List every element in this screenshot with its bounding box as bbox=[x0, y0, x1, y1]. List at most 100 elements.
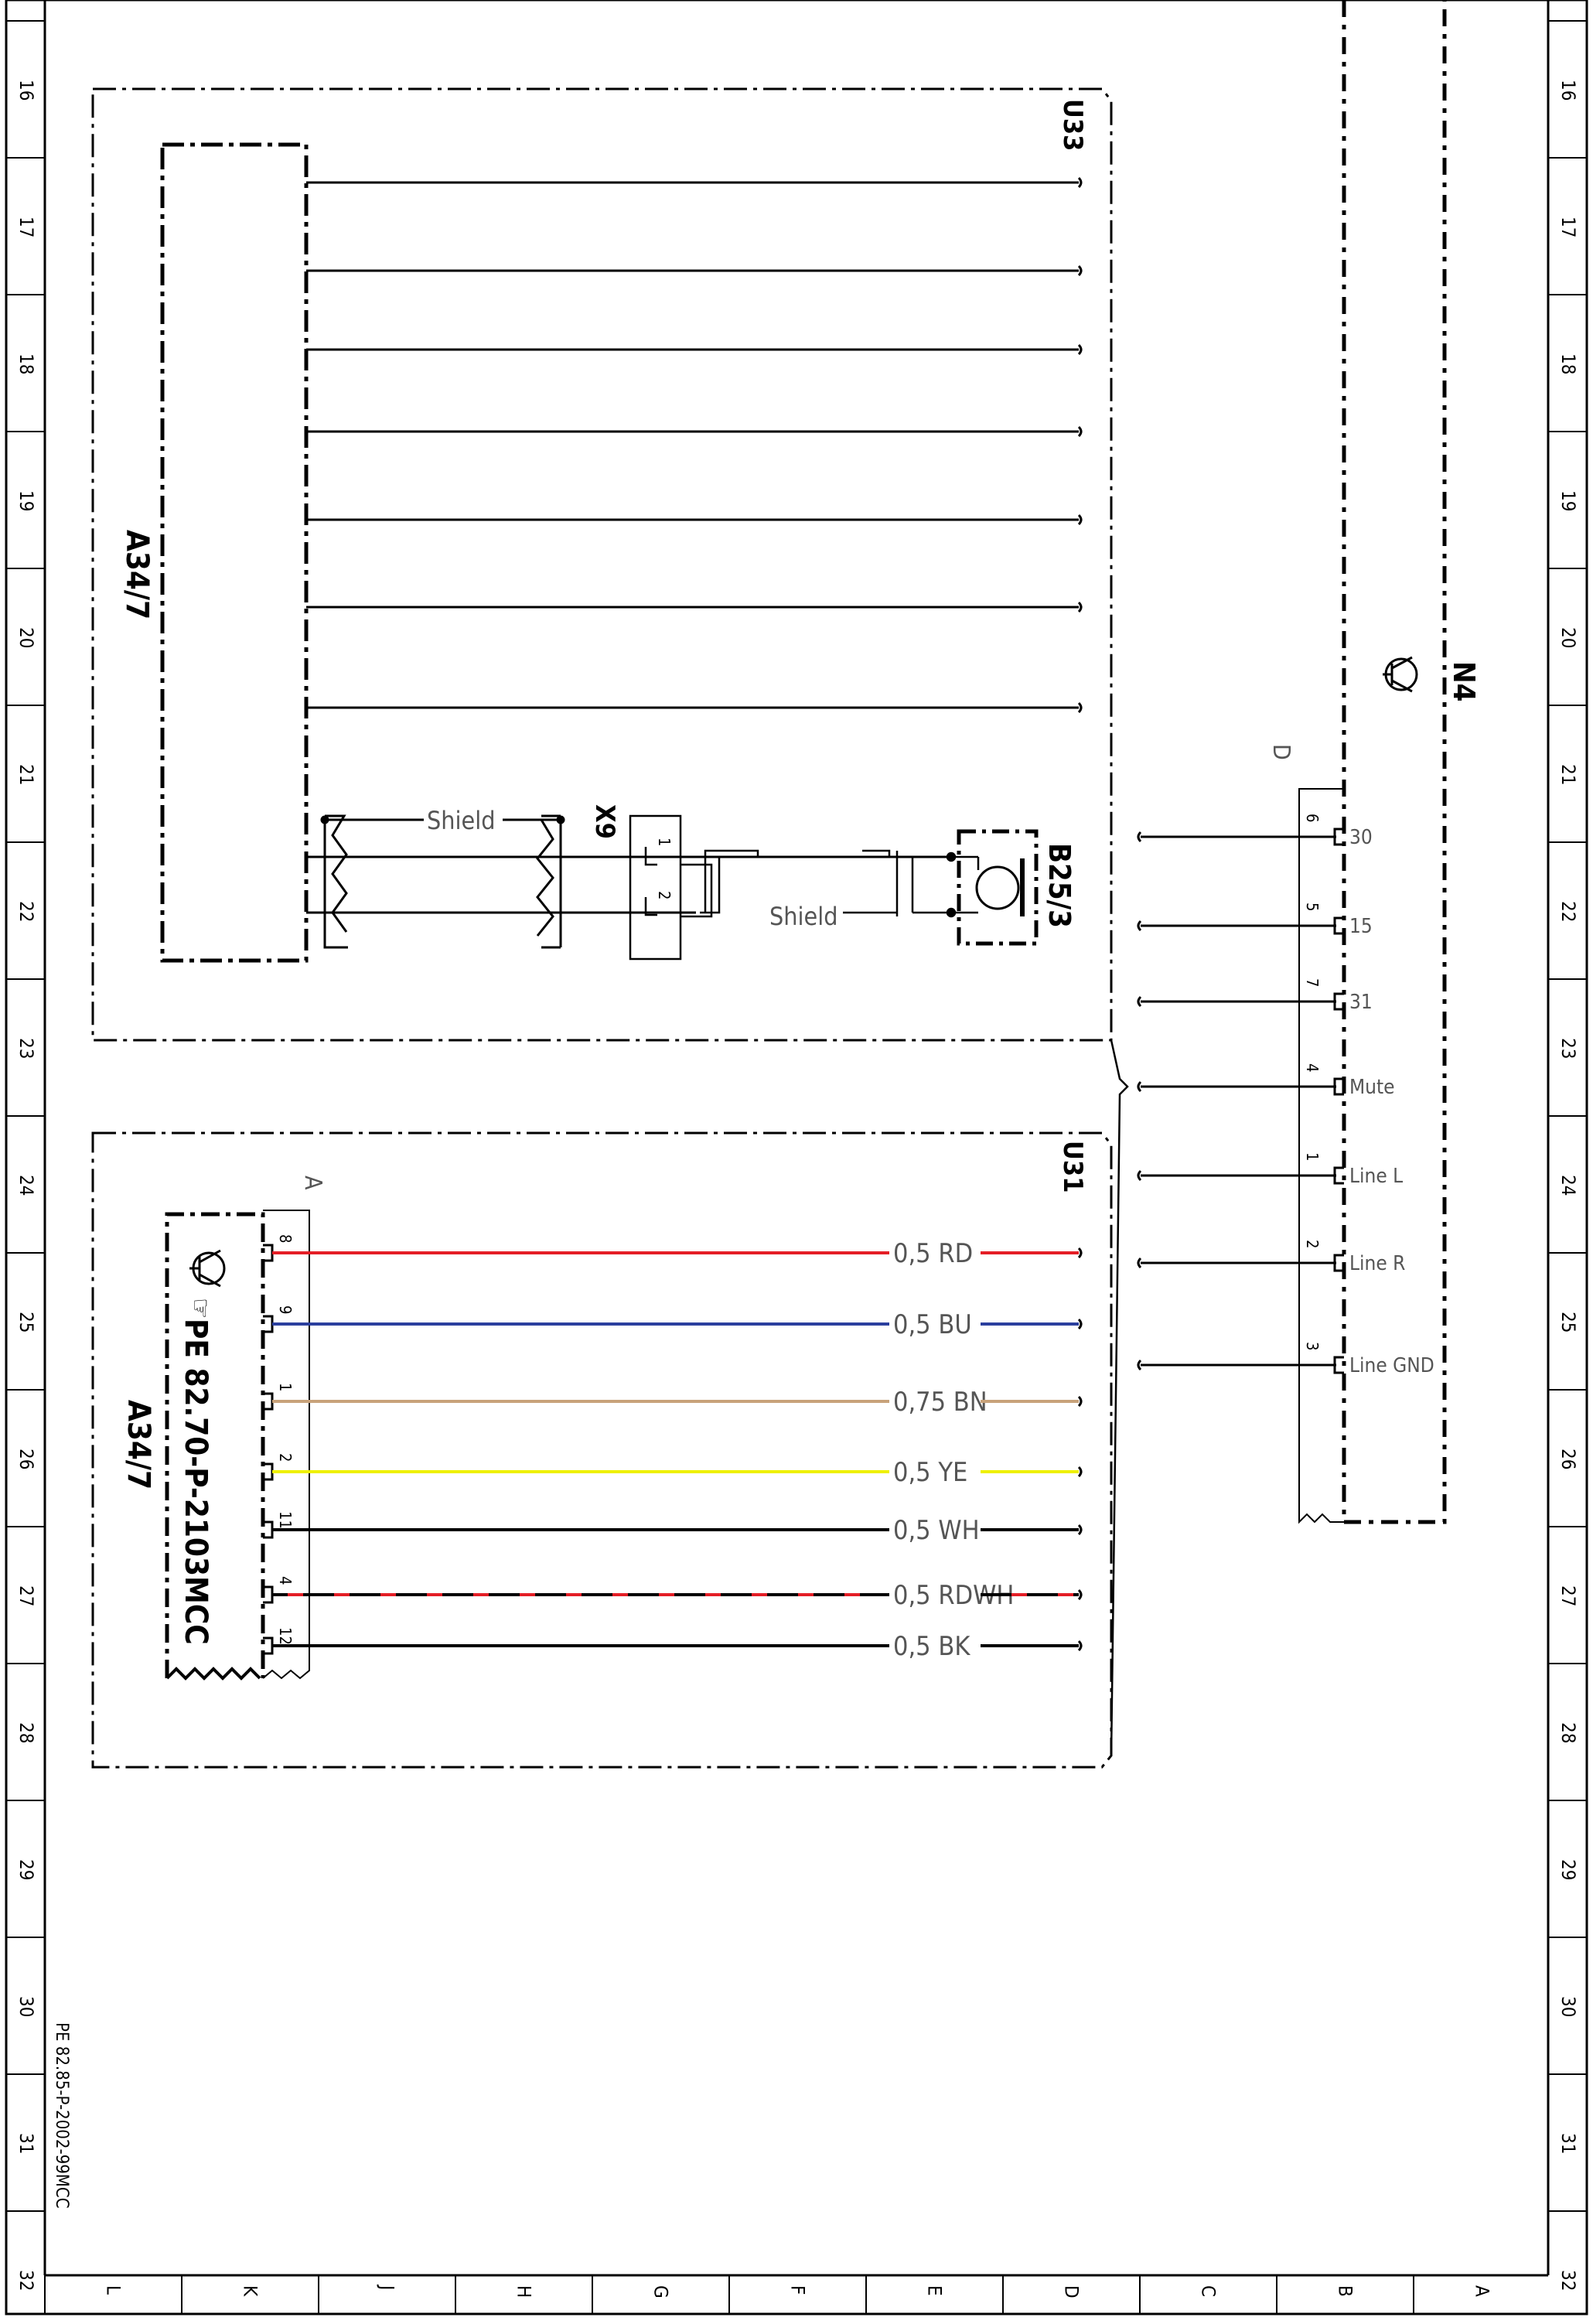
row-label-right: 32 bbox=[1557, 2270, 1579, 2291]
row-label-right: 29 bbox=[1557, 1859, 1579, 1880]
row-label-left: 18 bbox=[15, 353, 37, 374]
x9-pin-2: 2 bbox=[655, 891, 674, 899]
column-label: F bbox=[787, 2285, 809, 2295]
column-label: G bbox=[650, 2285, 672, 2298]
sheet-frame bbox=[5, 0, 1588, 2315]
row-label-left: 20 bbox=[15, 627, 37, 648]
row-label-left: 26 bbox=[15, 1449, 37, 1469]
row-label-right: 18 bbox=[1557, 353, 1579, 374]
n4-pin-label: 30 bbox=[1349, 826, 1373, 849]
wire-break-mark bbox=[1137, 1169, 1142, 1182]
wire-break-mark bbox=[1077, 1640, 1083, 1652]
a34-7-module-label: A34/7 bbox=[119, 530, 155, 619]
n4-pin-number: 3 bbox=[1303, 1342, 1322, 1350]
wire-break-mark bbox=[1077, 1395, 1083, 1408]
n4-pin-number: 2 bbox=[1303, 1240, 1322, 1248]
u31-connector-letter: A bbox=[299, 1176, 326, 1190]
a34-7-u31-box bbox=[165, 1212, 265, 1678]
pin-terminal bbox=[1333, 1254, 1344, 1272]
column-label: A bbox=[1472, 2285, 1493, 2297]
n4-pin-number: 5 bbox=[1303, 903, 1322, 911]
n4-transistor-icon bbox=[1383, 656, 1418, 693]
n4-connector-strip bbox=[1298, 788, 1344, 1524]
u33-signal-lines bbox=[306, 176, 1083, 714]
u31-wire-label: 0,5 RD bbox=[893, 1238, 973, 1269]
wire-break-mark bbox=[1077, 1466, 1083, 1478]
column-label: L bbox=[103, 2285, 125, 2295]
mic-routing bbox=[681, 849, 959, 918]
row-label-right: 17 bbox=[1557, 217, 1579, 237]
pin-terminal bbox=[1333, 1077, 1344, 1096]
row-label-right: 26 bbox=[1557, 1449, 1579, 1469]
pin-terminal bbox=[1333, 1356, 1344, 1374]
row-label-right: 28 bbox=[1557, 1722, 1579, 1743]
shielded-cable bbox=[306, 814, 951, 949]
x9-connector bbox=[629, 814, 682, 961]
row-label-left: 16 bbox=[15, 80, 37, 101]
row-label-left: 27 bbox=[15, 1585, 37, 1606]
grid-ticks bbox=[6, 20, 1587, 2314]
n4-pin-label: 15 bbox=[1349, 915, 1373, 938]
column-label: J bbox=[377, 2284, 398, 2290]
u31-module-label: A34/7 bbox=[121, 1400, 156, 1490]
wire-break-mark bbox=[1137, 831, 1142, 843]
transistor-icon bbox=[189, 1249, 226, 1288]
wire-break-mark bbox=[1137, 1080, 1142, 1093]
wire-break-mark bbox=[1077, 1589, 1083, 1601]
row-label-right: 20 bbox=[1557, 627, 1579, 648]
u31-wire-label: 0,5 BK bbox=[893, 1631, 970, 1662]
row-label-left: 32 bbox=[15, 2270, 37, 2291]
column-label: E bbox=[924, 2285, 946, 2296]
u31-pin-number: 11 bbox=[276, 1511, 295, 1529]
column-label: H bbox=[513, 2285, 535, 2298]
column-label: C bbox=[1198, 2285, 1219, 2297]
n4-pin-label: Line L bbox=[1349, 1165, 1403, 1188]
row-label-left: 23 bbox=[15, 1038, 37, 1059]
row-label-left: 24 bbox=[15, 1175, 37, 1196]
row-label-right: 16 bbox=[1557, 80, 1579, 101]
pin-terminal bbox=[1333, 992, 1344, 1011]
row-label-right: 23 bbox=[1557, 1038, 1579, 1059]
x9-label: X9 bbox=[589, 804, 620, 839]
u33-label: U33 bbox=[1057, 99, 1088, 151]
column-label: B bbox=[1335, 2285, 1356, 2297]
u31-pin-number: 1 bbox=[276, 1383, 295, 1391]
x9-pin-1: 1 bbox=[655, 838, 674, 846]
row-label-right: 25 bbox=[1557, 1312, 1579, 1333]
u31-pin-number: 8 bbox=[276, 1234, 295, 1243]
shield-label-2: Shield bbox=[769, 902, 838, 931]
a34-7-module-box bbox=[160, 142, 309, 963]
row-label-left: 28 bbox=[15, 1722, 37, 1743]
wire-break-mark bbox=[1077, 1524, 1083, 1536]
wire-break-mark bbox=[1137, 995, 1142, 1008]
row-label-right: 31 bbox=[1557, 2133, 1579, 2154]
pin-terminal bbox=[1333, 1166, 1344, 1185]
wire-break-mark bbox=[1137, 920, 1142, 932]
shield-label-1: Shield bbox=[427, 806, 496, 835]
pointing-hand-icon: ☞ bbox=[185, 1298, 216, 1319]
wire-break-mark bbox=[1137, 1359, 1142, 1371]
u31-wire-label: 0,5 WH bbox=[893, 1515, 980, 1546]
u31-pin-number: 4 bbox=[276, 1576, 295, 1585]
pin-terminal bbox=[1333, 828, 1344, 846]
n4-pin-number: 4 bbox=[1303, 1063, 1322, 1072]
wire-break-mark bbox=[1077, 1247, 1083, 1259]
u31-doc-ref: PE 82.70-P-2103MCC bbox=[178, 1319, 213, 1645]
row-label-left: 25 bbox=[15, 1312, 37, 1333]
row-label-left: 30 bbox=[15, 1996, 37, 2017]
n4-pin-number: 7 bbox=[1303, 978, 1322, 987]
row-label-left: 29 bbox=[15, 1859, 37, 1880]
wire-break-mark bbox=[1077, 1318, 1083, 1330]
document-reference: PE 82.85-P-2002-99MCC bbox=[52, 2022, 71, 2209]
u31-pin-number: 12 bbox=[276, 1627, 295, 1645]
u31-wire-label: 0,75 BN bbox=[893, 1387, 988, 1418]
b25-3-label: B25/3 bbox=[1042, 843, 1076, 928]
